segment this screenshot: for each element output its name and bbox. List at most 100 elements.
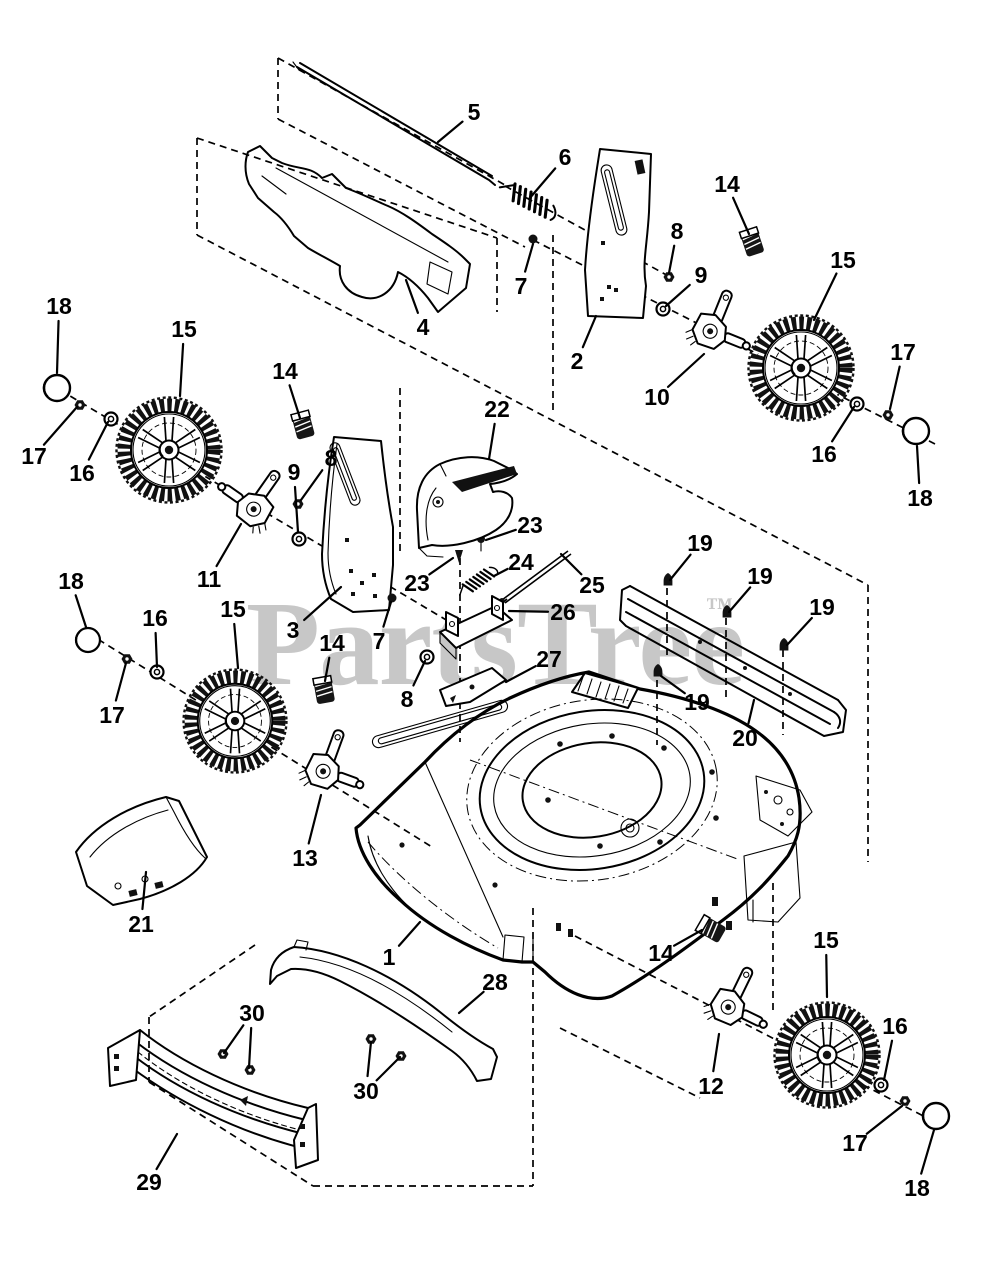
part-15-wheel-mid-left (184, 670, 287, 773)
callout-number: 8 (401, 686, 414, 712)
callout-leader-line (581, 314, 598, 349)
callout-2-4: 2 (571, 314, 598, 374)
callout-leader-line (882, 1039, 894, 1082)
callout-19-41: 19 (659, 674, 710, 715)
callout-20-42: 20 (732, 698, 758, 751)
callout-number: 16 (142, 605, 168, 631)
callout-number: 15 (171, 316, 197, 342)
callout-number: 18 (46, 293, 72, 319)
callout-number: 8 (325, 445, 338, 471)
callout-number: 23 (517, 512, 543, 538)
part-17-nut (899, 1096, 911, 1106)
callout-leader-line (727, 586, 752, 614)
part-29-front-bumper (107, 1029, 319, 1169)
callout-leader-line (154, 631, 159, 669)
callout-number: 19 (747, 563, 773, 589)
callout-number: 10 (644, 384, 670, 410)
callout-number: 14 (714, 171, 740, 197)
callout-number: 12 (698, 1073, 724, 1099)
callout-18-24: 18 (58, 568, 88, 629)
callout-12-48: 12 (698, 1032, 724, 1099)
callout-16-51: 16 (882, 1013, 908, 1082)
part-22-discharge-chute (415, 456, 518, 558)
callout-leader-line (375, 1055, 402, 1082)
callout-leader-line (712, 1032, 721, 1073)
callout-leader-line (830, 405, 856, 443)
callout-number: 6 (559, 144, 572, 170)
callout-17-52: 17 (842, 1104, 904, 1156)
part-16-washer (873, 1077, 889, 1093)
part-4-baffle-bracket (244, 145, 471, 313)
callout-leader-line (42, 405, 79, 446)
part-27-plate (439, 667, 507, 707)
callout-leader-line (412, 659, 427, 687)
callout-leader-line (233, 622, 240, 670)
callout-number: 5 (468, 99, 481, 125)
callout-leader-line (55, 319, 60, 375)
part-7-bolt (528, 234, 538, 244)
part-1-deck-housing (354, 670, 813, 1001)
callout-leader-line (457, 990, 485, 1015)
callout-23-33: 23 (404, 556, 455, 596)
callout-leader-line (915, 444, 921, 485)
part-20-rear-rail (619, 585, 847, 737)
callout-15-14: 15 (171, 316, 197, 398)
callout-6-1: 6 (527, 144, 572, 201)
callout-leader-line (397, 920, 422, 947)
callout-leader-line (731, 196, 751, 236)
callout-10-8: 10 (644, 352, 706, 410)
callout-number: 18 (58, 568, 84, 594)
part-17-nut (882, 410, 894, 420)
callout-leader-line (436, 120, 464, 144)
part-28-rear-skirt (269, 939, 498, 1082)
dashed-group-boxes (59, 57, 936, 1187)
callout-4-2: 4 (404, 278, 430, 340)
callout-15-9: 15 (812, 247, 856, 322)
callout-leader-line (492, 567, 509, 578)
callout-leader-line (303, 585, 343, 622)
callout-18-53: 18 (904, 1128, 936, 1201)
callout-1-43: 1 (383, 920, 422, 970)
part-7-bolt (387, 593, 397, 603)
callout-number: 28 (482, 969, 508, 995)
part-10-height-adjuster (681, 281, 768, 367)
callout-number: 16 (882, 1013, 908, 1039)
part-18-hubcap (901, 416, 931, 446)
callout-leader-line (382, 600, 393, 628)
part-8-washer (419, 649, 435, 665)
callout-number: 26 (550, 599, 576, 625)
part-14-bolt (290, 409, 316, 441)
callout-leader-line (404, 278, 419, 314)
callout-number: 21 (128, 911, 154, 937)
callout-7-3: 7 (515, 242, 535, 299)
callout-number: 15 (830, 247, 856, 273)
callout-leader-line (428, 556, 455, 576)
callout-29-47: 29 (136, 1132, 179, 1195)
callout-leader-line (524, 242, 535, 273)
callout-leader-line (527, 167, 557, 201)
callout-16-16: 16 (69, 420, 110, 486)
callout-number: 4 (417, 314, 430, 340)
callout-30-45: 30 (222, 1000, 265, 1070)
callout-number: 30 (239, 1000, 265, 1026)
callout-19-40: 19 (785, 594, 835, 647)
callout-16-11: 16 (811, 405, 856, 467)
callout-number: 30 (353, 1078, 379, 1104)
callout-leader-line (659, 674, 686, 695)
callout-number: 15 (813, 927, 839, 953)
callout-9-19: 9 (288, 459, 300, 534)
callout-leader-line (785, 616, 813, 647)
callout-16-25: 16 (142, 605, 168, 669)
part-5-rod (292, 61, 496, 186)
callout-leader-line (664, 283, 691, 308)
callout-number: 24 (508, 549, 534, 575)
callout-19-38: 19 (668, 530, 713, 582)
callout-leader-line (487, 422, 496, 461)
part-23-pin (455, 550, 463, 563)
callout-leader-line (141, 870, 148, 911)
callout-26-35: 26 (507, 599, 576, 625)
callout-leader-line (87, 420, 110, 461)
